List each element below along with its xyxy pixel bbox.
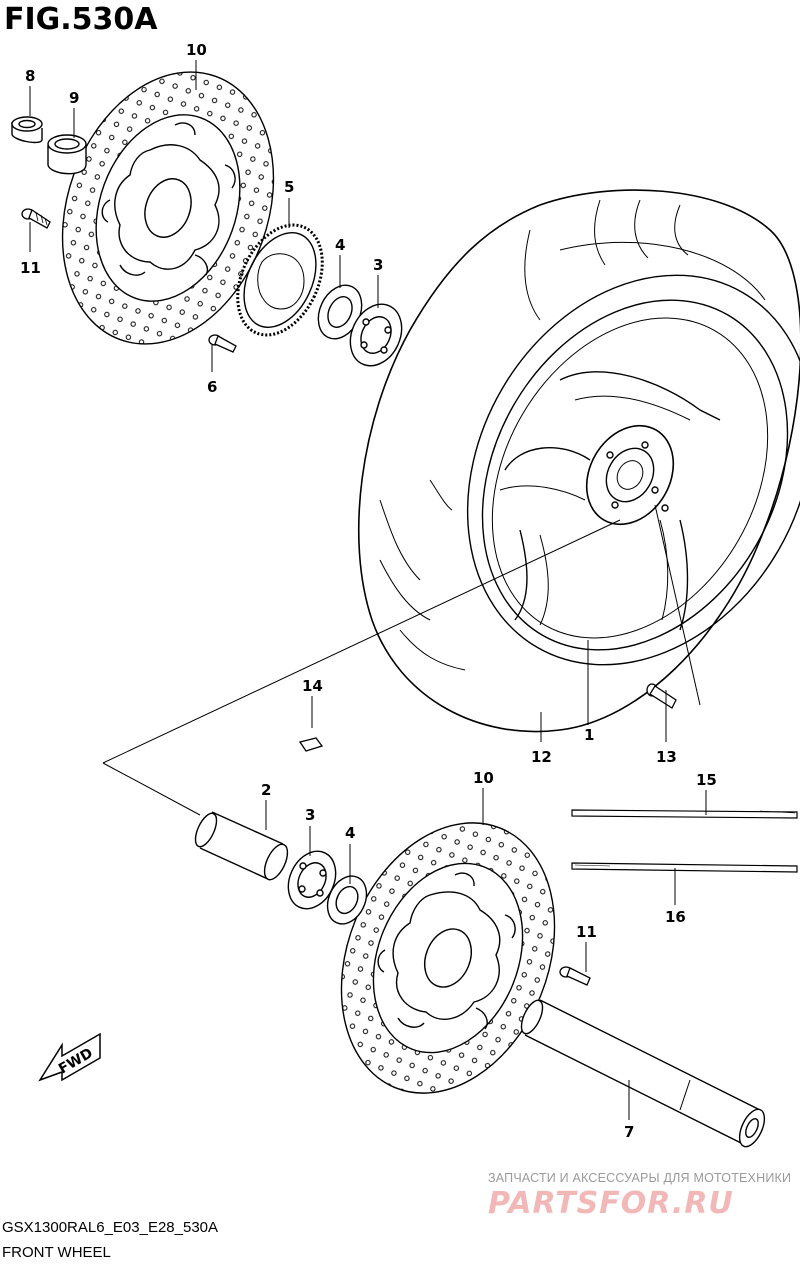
label-16 <box>571 862 798 873</box>
watermark-caption: ЗАПЧАСТИ И АКСЕССУАРЫ ДЛЯ МОТОТЕХНИКИ <box>488 1171 792 1185</box>
callout-11-upper: 11 <box>20 259 41 277</box>
tire-12 <box>357 189 800 733</box>
callout-12: 12 <box>531 748 552 766</box>
leader-lines <box>29 60 707 1120</box>
valve-13 <box>646 683 677 709</box>
brake-disc-10-lower <box>340 822 556 1094</box>
axle-7 <box>520 999 766 1148</box>
watermark-logo: PARTSFOR.RU <box>488 1186 734 1221</box>
brake-disc-10-upper <box>61 71 275 345</box>
callout-15: 15 <box>696 771 717 789</box>
fwd-arrow: FWD <box>38 1032 101 1082</box>
diagram-name: FRONT WHEEL <box>2 1244 111 1261</box>
wheel-rim-1 <box>466 274 800 666</box>
bolt-11-lower <box>559 966 591 986</box>
callout-10-lower: 10 <box>473 769 494 787</box>
assembly-lines <box>102 504 701 816</box>
callout-4-lower: 4 <box>345 824 355 842</box>
callout-14: 14 <box>302 677 323 695</box>
callout-9: 9 <box>69 89 79 107</box>
bolt-6 <box>208 334 237 353</box>
callout-16: 16 <box>665 908 686 926</box>
callout-8: 8 <box>25 67 35 85</box>
callout-3-lower: 3 <box>305 806 315 824</box>
callout-5: 5 <box>284 178 294 196</box>
cap-9 <box>47 134 87 175</box>
label-15 <box>571 809 798 819</box>
oil-seal-4-upper <box>317 284 363 340</box>
bearing-3-lower <box>287 850 337 910</box>
figure-title: FIG.530A <box>4 2 158 37</box>
callout-1: 1 <box>584 726 594 744</box>
callout-2: 2 <box>261 781 271 799</box>
callout-10-upper: 10 <box>186 41 207 59</box>
balancer-14 <box>298 737 324 752</box>
callout-6: 6 <box>207 378 217 396</box>
callout-3-upper: 3 <box>373 256 383 274</box>
spacer-2 <box>194 811 289 881</box>
reluctor-ring-5 <box>236 223 324 337</box>
oil-seal-4-lower <box>326 875 368 925</box>
callout-4-upper: 4 <box>335 236 345 254</box>
plug-8 <box>11 116 43 144</box>
diagram-code: GSX1300RAL6_E03_E28_530A <box>2 1219 219 1236</box>
callout-numbers: 1 2 3 3 4 4 5 6 7 8 9 10 10 11 11 12 13 … <box>20 41 717 1141</box>
callout-13: 13 <box>656 748 677 766</box>
callout-11-lower: 11 <box>576 923 597 941</box>
bearing-3-upper <box>349 303 403 367</box>
callout-7: 7 <box>624 1123 634 1141</box>
bolt-11-upper <box>21 208 51 229</box>
